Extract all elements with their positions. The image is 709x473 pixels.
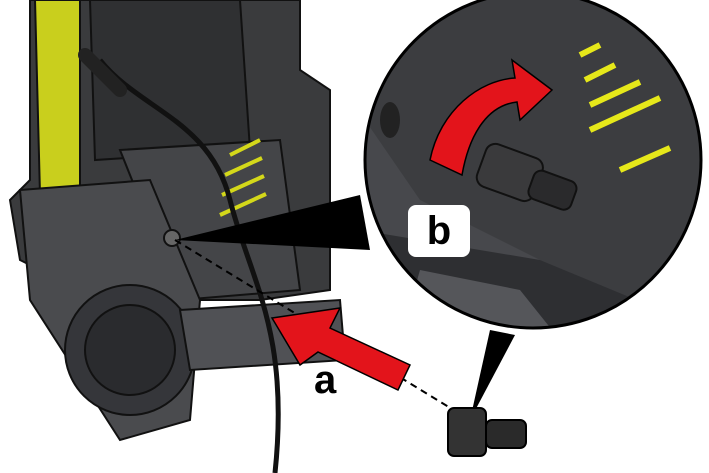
magnifier-pointer	[175, 195, 370, 250]
hose-coupling	[447, 407, 527, 457]
water-inlet	[163, 229, 181, 247]
rotate-arrow	[429, 58, 554, 177]
coupling-pointer	[470, 330, 515, 420]
yellow-panel	[33, 0, 81, 202]
hose	[98, 58, 281, 473]
washer-body	[8, 0, 347, 442]
insert-arrow	[270, 307, 412, 391]
detail-magnifier	[363, 0, 703, 330]
step-label-b: b	[408, 205, 470, 257]
step-label-a: a	[314, 358, 337, 402]
